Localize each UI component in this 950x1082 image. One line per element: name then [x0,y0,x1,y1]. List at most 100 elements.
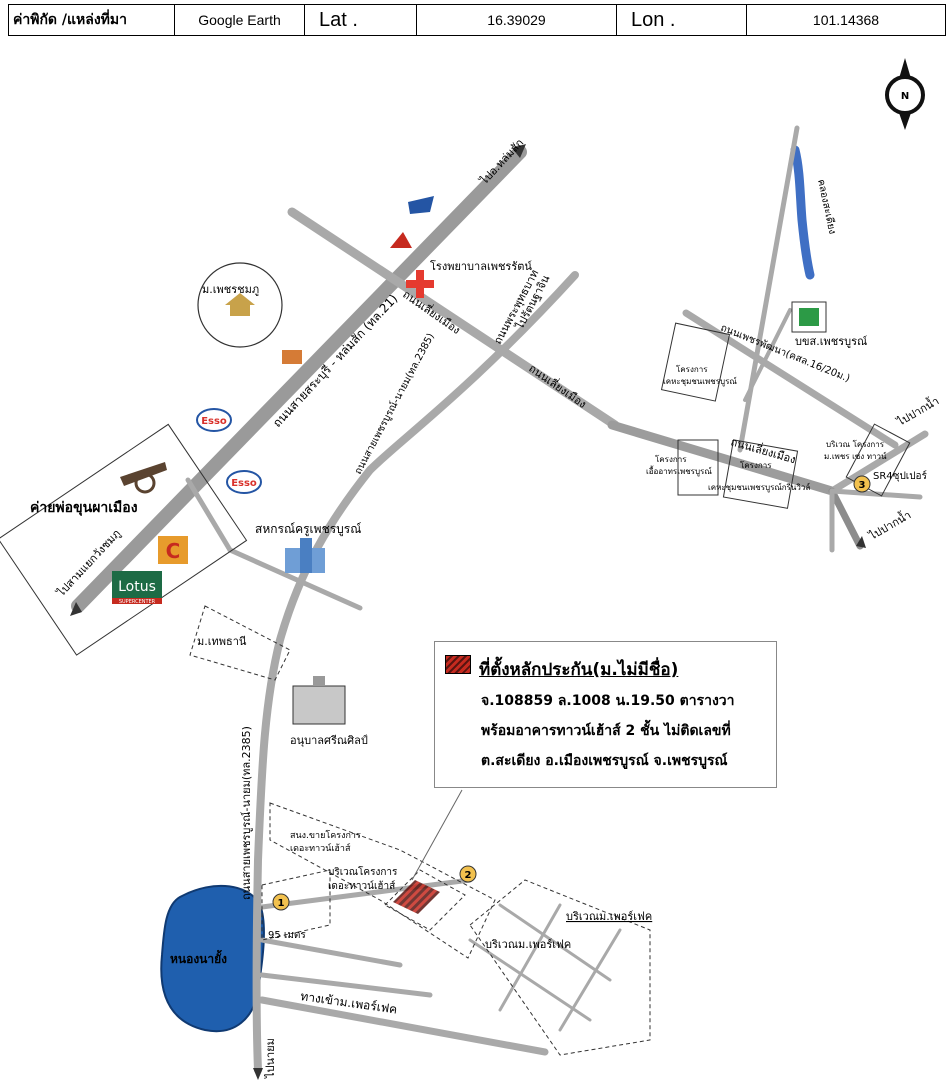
label-nayom-upper: ถนนสายเพชรบูรณ์-นายม(ทล.2385) [352,331,437,476]
esso-icon-2: Esso [226,470,262,494]
label-nayom-lower: ถนนสายเพชรบูรณ์-นายม(ทล.2385) [240,726,253,900]
label-project-a2: เคหะชุมชนเพชรบูรณ์ [663,376,737,387]
svg-text:3: 3 [859,480,866,491]
marker-3: 3 [853,475,871,493]
label-project-c: โครงการ [740,460,772,470]
road-perfect-d [558,928,622,1032]
road-phetchabun-nayom [252,271,579,1074]
canal-sadiang [790,145,815,280]
label-project-b2: เอื้ออาทรเพชรบูรณ์ [646,465,712,477]
hospital-icon [406,270,434,298]
esso-icon: Esso [196,408,232,432]
label-sr-super: SR4ซุปเปอร์ [873,470,928,482]
thep-thani-boundary [189,605,291,681]
label-canal: คลองสะเดียง [815,178,838,235]
road-canal-side [737,125,800,453]
label-bus-station: บขส.เพชรบูรณ์ [795,335,867,348]
road-town-house-c [259,972,433,998]
pointer-line [411,789,463,881]
road-perfect-b [498,903,612,982]
arrow-pak-nam [856,536,866,548]
road-cooperative [227,547,363,611]
town-house-boundary [269,802,496,959]
road-perfect-c [498,903,562,1012]
label-project-d2: ม.เพชร เซง ทาวน์ [824,451,887,461]
road-town-house-b [259,937,403,968]
marker-2: 2 [459,865,477,883]
svg-text:Lotus: Lotus [118,579,156,595]
label-project-d: บริเวณ โครงการ [826,439,885,449]
label-kindergarten: อนุบาลศรีณศิลป์ [290,734,368,747]
label-sadiang-2: ถนนเลี่ยงเมือง [526,360,589,411]
source-label: ค่าพิกัด /แหล่งที่มา [9,5,175,35]
label-pak-nam: ไปปากน้ำ [893,393,941,430]
arrow-lom-sak [512,144,526,158]
road-perfect-a [468,938,592,1022]
lon-label: Lon . [617,5,747,35]
svg-text:Esso: Esso [201,416,227,427]
bus-station-boundary [791,301,827,333]
road-bypass [607,420,837,496]
label-nayom-end: ไปนายม [264,1038,277,1079]
lotus-logo: Lotus SUPERCENTER [112,571,162,605]
kindergarten-building-icon [292,676,346,725]
lat-label: Lat . [305,5,417,35]
svg-text:2: 2 [465,870,472,881]
road-east-right [829,488,923,500]
label-perfect-area: บริเวณม.เพอร์เฟค [566,910,652,923]
area-boundary-left [261,869,331,941]
info-title: ที่ตั้งหลักประกัน(ม.ไม่มีชื่อ) [479,660,679,680]
road-local-west [185,477,233,553]
collateral-swatch [445,655,471,674]
label-project-b: โครงการ [655,454,687,464]
road-town-house-a [259,877,473,910]
label-perfect-area-2: บริเวณม.เพอร์เฟค [485,938,571,951]
label-pak-nam-2: ไปปากน้ำ [865,507,913,544]
svg-text:Esso: Esso [231,478,257,489]
road-saraburi-lomsak [71,145,527,613]
project-c-boundary [722,439,799,509]
honda-icon [390,232,412,248]
army-camp-boundary [0,423,248,656]
label-cooperative: สหกรณ์ครูเพชรบูรณ์ [255,522,361,537]
project-b-boundary [677,439,719,496]
road-bus-station [743,308,792,402]
info-line-1: จ.108859 ล.1008 น.19.50 ตารางวา [481,693,735,709]
label-town-house-office: สนง.ขายโครงการ [290,830,361,841]
label-town-house-office-2: เดอะทาวน์เฮ้าส์ [290,842,351,854]
svg-text:C: C [166,539,181,563]
perfect-boundary [469,879,651,1056]
house-icon [225,293,255,316]
marker-1: 1 [272,893,290,911]
label-phetcharaphum: ม.เพชรชมภู [202,283,259,296]
bus-icon [799,308,819,326]
cooperative-building-icon [285,538,325,573]
road-phetpattana [682,309,899,449]
label-dist-95: 95 เมตร [268,930,306,941]
cannon-wheel-icon [134,472,156,494]
label-town-house-area-2: เดอะทาวน์เฮ้าส์ [328,880,395,892]
collateral-location [393,880,440,914]
label-hospital: โรงพยาบาลเพชรรัตน์ [430,259,532,273]
label-project-c2: เคหะชุมชนเพชรบูรณ์กรีนวิวล์ [708,482,810,493]
collateral-info-box: ที่ตั้งหลักประกัน(ม.ไม่มีชื่อ) จ.108859 … [434,641,777,788]
label-army-camp: ค่ายพ่อขุนผาเมือง [30,500,138,516]
road-pak-nam [828,487,864,550]
road-cross-upper [287,207,620,430]
lat-value: 16.39029 [417,5,617,35]
info-line-2: พร้อมอาคารทาวน์เฮ้าส์ 2 ชั้น ไม่ติดเลขที… [481,723,731,739]
arrow-nayom [253,1068,263,1080]
shop-c-icon [158,536,188,564]
label-lake: หนองนายั้ง [170,949,227,966]
label-project-a: โครงการ [676,364,708,374]
info-line-3: ต.สะเดียง อ.เมืองเพชรบูรณ์ จ.เพชรบูรณ์ [481,753,728,769]
label-sadiang-1: ถนนเลี่ยงเมือง [400,286,463,337]
svg-text:1: 1 [278,898,285,909]
source-value: Google Earth [175,5,305,35]
svg-text:N: N [901,91,909,102]
lon-value: 101.14368 [812,12,880,28]
arrow-wang-chomphu [70,602,82,616]
project-ua-boundary [660,322,731,402]
label-thep-thani: ม.เทพธานี [197,635,247,648]
label-town-house-area: บริเวณโครงการ [328,865,398,878]
